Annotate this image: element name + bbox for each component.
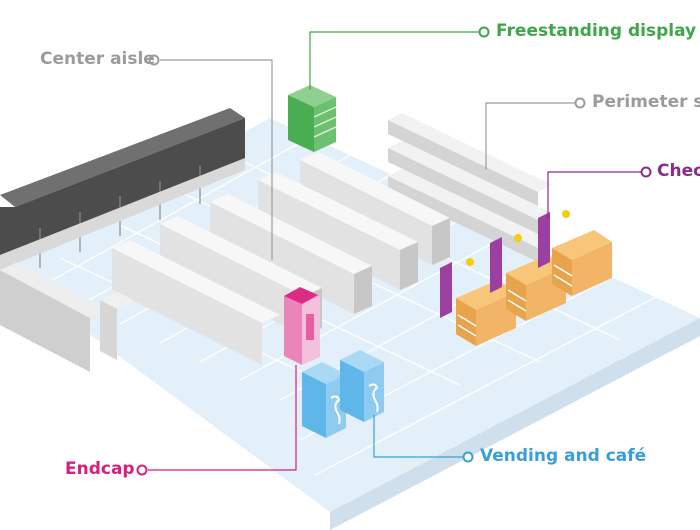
wall-shelving — [0, 108, 245, 372]
vending-cafe-marker-icon — [462, 451, 474, 463]
endcap-marker-icon — [136, 464, 148, 476]
freestanding-display-marker-icon — [478, 26, 490, 38]
freestanding-display-label: Freestanding display — [496, 21, 697, 41]
endcap-label: Endcap — [65, 459, 135, 479]
checkout-label: Chec — [657, 161, 700, 181]
vending-machines — [302, 350, 384, 438]
perimeter-shelving — [388, 113, 552, 262]
center-aisle-label: Center aisle — [40, 49, 155, 69]
checkout-counters — [440, 210, 612, 346]
vending-cafe-label: Vending and café — [480, 446, 647, 466]
perimeter-shelving-marker-icon — [574, 97, 586, 109]
endcap-display — [284, 287, 320, 365]
center-aisle-marker-icon — [148, 54, 160, 66]
checkout-marker-icon — [640, 166, 652, 178]
leader-lines — [148, 31, 642, 471]
freestanding-display — [288, 85, 337, 152]
center-aisle-shelves — [100, 152, 450, 365]
perimeter-shelving-label: Perimeter she — [592, 92, 700, 112]
